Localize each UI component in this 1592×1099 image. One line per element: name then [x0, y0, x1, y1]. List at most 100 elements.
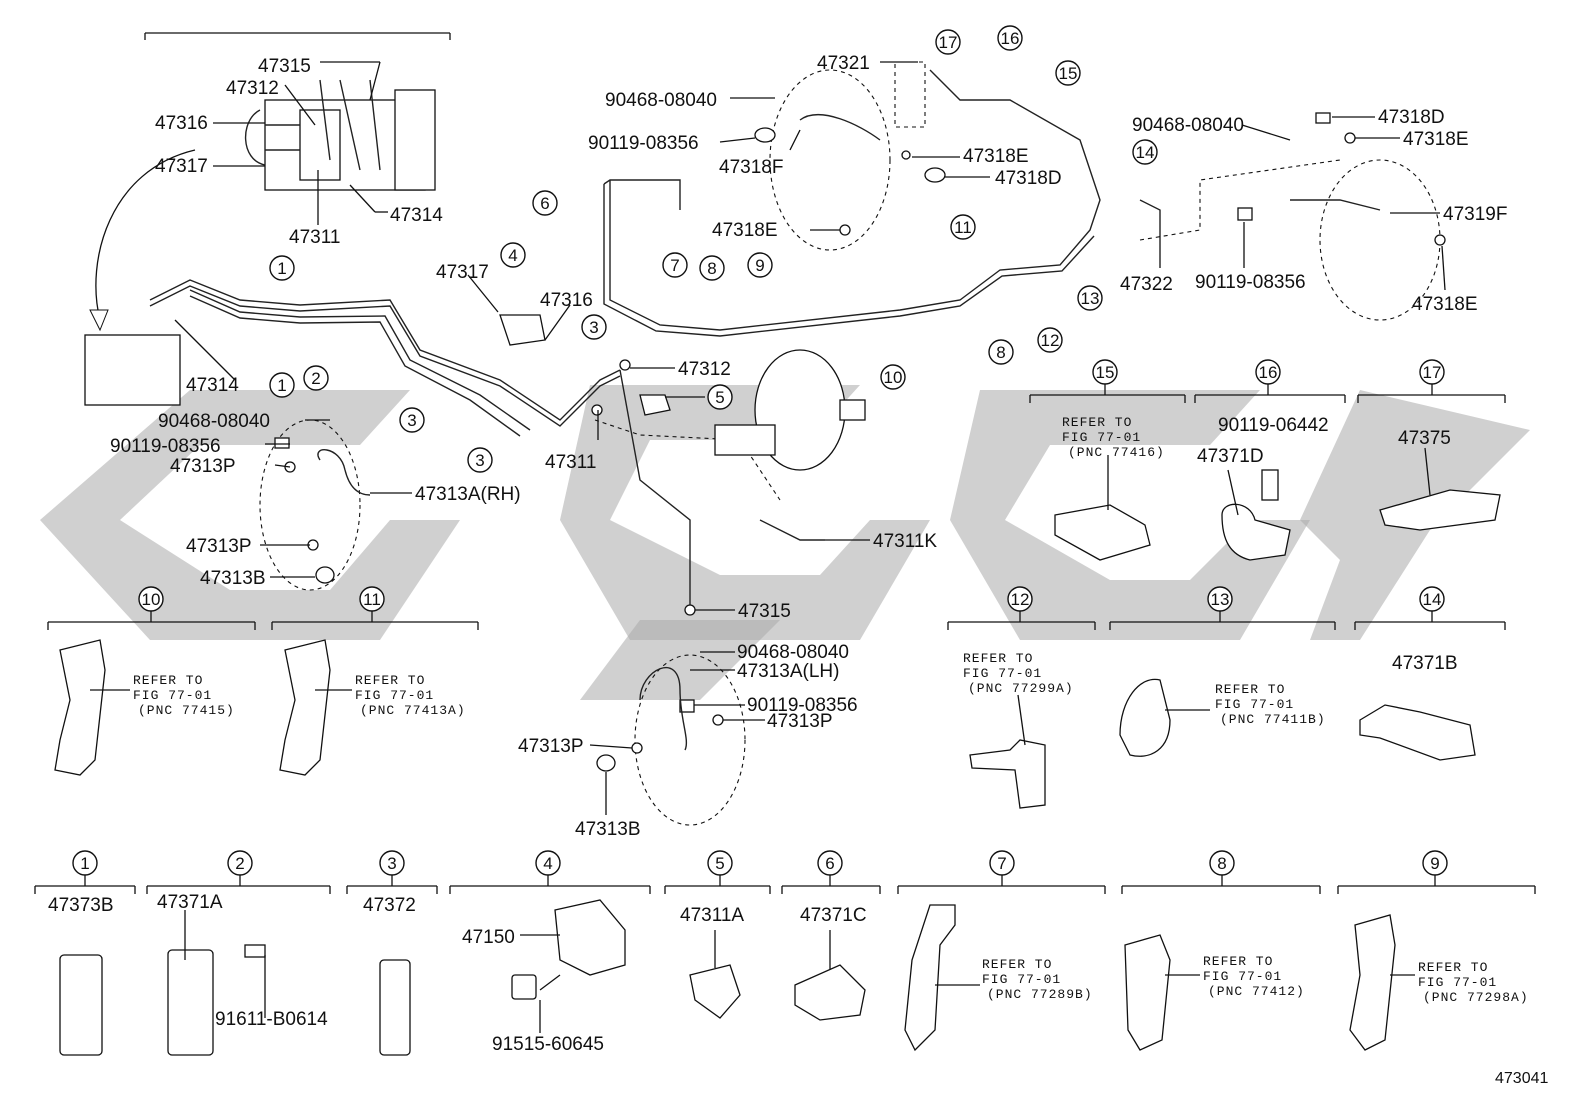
callout-13: 13: [1081, 289, 1100, 308]
callout-3-detail: 3: [387, 854, 396, 873]
label-47313P-a: 47313P: [170, 456, 236, 477]
watermark-shape-3: [950, 390, 1310, 640]
callout-11-detail: 11: [363, 590, 381, 609]
front-lh-brake-outline: [634, 654, 746, 826]
refer-12-pnc: (PNC 77299A): [968, 681, 1074, 696]
callout-8-a: 8: [707, 259, 716, 278]
watermark-shape-5: [580, 620, 780, 700]
label-90468-c: 90468-08040: [605, 90, 717, 111]
callout-1-a: 1: [277, 259, 286, 278]
detail-17-part: 47375: [1398, 428, 1451, 449]
label-47314-left: 47314: [186, 375, 239, 396]
detail-2-part: 47371A: [157, 892, 223, 913]
detail-panel-13: [1109, 586, 1336, 757]
refer-11-line1: REFER TO: [355, 673, 425, 688]
detail-14-part: 47371B: [1392, 653, 1458, 674]
refer-8-line1: REFER TO: [1203, 954, 1273, 969]
callout-6: 6: [540, 194, 549, 213]
callout-6-detail: 6: [825, 854, 834, 873]
detail-panel-5: [664, 850, 771, 1019]
callout-8-detail: 8: [1217, 854, 1226, 873]
callout-10: 10: [884, 368, 903, 387]
leader-lines: [174, 61, 1446, 815]
label-47315-top: 47315: [258, 56, 311, 77]
callout-13-detail: 13: [1211, 590, 1230, 609]
watermark-shape-2: [560, 385, 930, 640]
callout-7-detail: 7: [997, 854, 1006, 873]
label-47313B-b: 47313B: [575, 819, 641, 840]
refer-8-line2: FIG 77-01: [1203, 969, 1282, 984]
label-47313A-RH: 47313A(RH): [415, 484, 521, 505]
detail-6-part: 47371C: [800, 905, 867, 926]
label-90468-b: 90468-08040: [737, 642, 849, 663]
label-90119-c: 90119-08356: [588, 133, 699, 154]
detail-4-bolt: 91515-60645: [492, 1034, 604, 1055]
brake-pipes: [149, 69, 1381, 610]
label-47313A-LH: 47313A(LH): [737, 661, 839, 682]
refer-13-pnc: (PNC 77411B): [1220, 712, 1326, 727]
callout-17: 17: [939, 33, 958, 52]
detail-panel-15: [1029, 359, 1186, 561]
refer-13-line1: REFER TO: [1215, 682, 1285, 697]
master-cylinder-part: [84, 334, 181, 406]
label-47319F: 47319F: [1443, 204, 1507, 225]
callout-markers: [269, 25, 1158, 473]
refer-15-line1: REFER TO: [1062, 415, 1132, 430]
label-47322: 47322: [1120, 274, 1173, 295]
callout-3-c: 3: [589, 318, 598, 337]
callout-14: 14: [1136, 143, 1155, 162]
master-cylinder-inset: [144, 32, 451, 225]
detail-panel-6: [781, 850, 881, 1021]
label-47317-top: 47317: [155, 156, 208, 177]
callout-2: 2: [311, 369, 320, 388]
refer-7-line2: FIG 77-01: [982, 972, 1061, 987]
detail-panel-9: [1337, 850, 1536, 1051]
label-90119-a: 90119-08356: [110, 436, 221, 457]
small-hardware: [274, 112, 1446, 772]
arrow-icon: [89, 149, 196, 332]
detail-panel-11: [271, 586, 479, 776]
label-90468-a: 90468-08040: [158, 411, 270, 432]
callout-1-b: 1: [277, 376, 286, 395]
rear-lh-brake-outline: [769, 69, 891, 251]
callout-4-detail: 4: [543, 854, 552, 873]
detail-panel-7: [897, 850, 1106, 1052]
callout-2-detail: 2: [235, 854, 244, 873]
callout-16: 16: [1001, 29, 1020, 48]
refer-12-line2: FIG 77-01: [963, 666, 1042, 681]
callout-15-detail: 15: [1096, 363, 1115, 382]
label-47313B-a: 47313B: [200, 568, 266, 589]
detail-5-part: 47311A: [680, 905, 744, 926]
refer-9-line1: REFER TO: [1418, 960, 1488, 975]
label-47313P-b: 47313P: [186, 536, 252, 557]
detail-panel-17: [1357, 359, 1506, 531]
callout-5: 5: [715, 388, 724, 407]
label-47318D-a: 47318D: [995, 168, 1062, 189]
refer-9-pnc: (PNC 77298A): [1423, 990, 1529, 1005]
detail-panel-16: [1194, 359, 1346, 561]
label-90119-b: 90119-08356: [747, 695, 858, 716]
refer-9-line2: FIG 77-01: [1418, 975, 1497, 990]
callout-17-detail: 17: [1423, 363, 1442, 382]
label-47311-mid: 47311: [545, 452, 596, 473]
label-47313P-c: 47313P: [767, 711, 833, 732]
callout-12-detail: 12: [1011, 590, 1030, 609]
detail-panel-8: [1121, 850, 1321, 1051]
detail-panel-4: [449, 850, 651, 1033]
detail-3-part: 47372: [363, 895, 416, 916]
callout-3-b: 3: [475, 451, 484, 470]
detail-16-part: 47371D: [1197, 446, 1264, 467]
callout-3-a: 3: [407, 411, 416, 430]
callout-9-detail: 9: [1430, 854, 1439, 873]
dashed-bracket-area: [894, 61, 926, 128]
callout-7: 7: [670, 256, 679, 275]
refer-10-pnc: (PNC 77415): [138, 703, 235, 718]
label-47317-mid: 47317: [436, 262, 489, 283]
label-47314-top: 47314: [390, 205, 443, 226]
detail-4-part: 47150: [462, 927, 515, 948]
refer-7-pnc: (PNC 77289B): [987, 987, 1093, 1002]
callout-15: 15: [1059, 64, 1078, 83]
refer-12-line1: REFER TO: [963, 651, 1033, 666]
label-47318E-d: 47318E: [1412, 294, 1478, 315]
